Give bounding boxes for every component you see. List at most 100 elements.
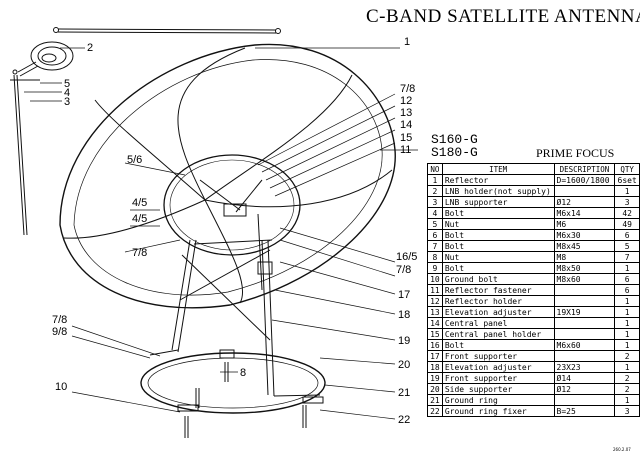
row-qty: 2 <box>614 350 640 362</box>
header-description: DESCRIPTION <box>553 163 616 175</box>
row-description <box>553 295 616 307</box>
row-qty: 1 <box>614 317 640 329</box>
row-description <box>553 317 616 329</box>
model-name: S160-G <box>431 132 478 147</box>
row-number: 16 <box>427 339 443 351</box>
callout-16-5: 16/5 <box>396 251 417 263</box>
header-no: NO <box>427 163 443 175</box>
row-qty: 1 <box>614 306 640 318</box>
row-description: M6x30 <box>553 229 616 241</box>
row-qty: 2 <box>614 383 640 395</box>
callout-3: 3 <box>64 96 70 108</box>
drawing-number: 260.2.07 <box>613 447 631 452</box>
row-item: Reflector holder <box>441 295 555 307</box>
row-item: LNB holder(not supply) <box>441 185 555 197</box>
callout-2: 2 <box>87 42 93 54</box>
central-mount <box>199 179 273 291</box>
callout-5: 5 <box>64 78 70 90</box>
row-item: Elevation adjuster <box>441 306 555 318</box>
row-item: Bolt <box>441 339 555 351</box>
header-item: ITEM <box>441 163 555 175</box>
row-item: Reflector fastener <box>441 284 555 296</box>
callout-4-5-a: 4/5 <box>132 197 147 209</box>
callout-9-8: 9/8 <box>52 326 67 338</box>
lnb-holder <box>17 41 74 77</box>
row-number: 3 <box>427 196 443 208</box>
row-description <box>553 394 616 406</box>
row-number: 1 <box>427 174 443 186</box>
ground-bolts <box>177 349 324 438</box>
lnb-supporter-parts <box>10 69 40 236</box>
row-item: Front supporter <box>441 372 555 384</box>
row-item: Ground ring fixer <box>441 405 555 417</box>
row-item: Elevation adjuster <box>441 361 555 373</box>
row-description <box>553 350 616 362</box>
row-qty: 1 <box>614 295 640 307</box>
callout-4: 4 <box>64 87 70 99</box>
supporter-legs <box>149 239 321 397</box>
row-description: M8x50 <box>553 262 616 274</box>
row-qty: 1 <box>614 339 640 351</box>
row-number: 15 <box>427 328 443 340</box>
callout-7-8-top: 7/8 <box>400 83 415 95</box>
row-item: Nut <box>441 218 555 230</box>
leader-lines <box>24 47 418 420</box>
callout-7-8-left: 7/8 <box>132 247 147 259</box>
row-number: 20 <box>427 383 443 395</box>
callout-10: 10 <box>55 381 67 393</box>
row-number: 11 <box>427 284 443 296</box>
row-description: M6x60 <box>553 339 616 351</box>
row-description: 23X23 <box>553 361 616 373</box>
row-number: 18 <box>427 361 443 373</box>
row-qty: 42 <box>614 207 640 219</box>
row-number: 19 <box>427 372 443 384</box>
sheet-title: C-BAND SATELLITE ANTENNA <box>366 6 640 27</box>
callout-13: 13 <box>400 107 412 119</box>
ground-ring <box>140 352 326 414</box>
row-qty: 1 <box>614 328 640 340</box>
row-qty: 5 <box>614 240 640 252</box>
row-description: Ø12 <box>553 196 616 208</box>
row-description: Ø12 <box>553 383 616 395</box>
row-item: Reflector <box>441 174 555 186</box>
callout-14: 14 <box>400 119 412 131</box>
callout-5-6: 5/6 <box>127 154 142 166</box>
row-description: 19X19 <box>553 306 616 318</box>
row-number: 12 <box>427 295 443 307</box>
row-description: B=25 <box>553 405 616 417</box>
callout-19: 19 <box>398 335 410 347</box>
callout-11: 11 <box>400 144 411 156</box>
row-qty: 3 <box>614 405 640 417</box>
row-description: M6 <box>553 218 616 230</box>
row-number: 6 <box>427 229 443 241</box>
row-number: 9 <box>427 262 443 274</box>
row-description: M8x60 <box>553 273 616 285</box>
callout-22: 22 <box>398 414 410 426</box>
callout-7-8-right: 7/8 <box>396 264 411 276</box>
callout-20: 20 <box>398 359 410 371</box>
reflector-holder-ring <box>163 154 301 256</box>
row-description <box>553 328 616 340</box>
row-item: Ground bolt <box>441 273 555 285</box>
row-description: D=1600/1800 <box>553 174 616 186</box>
row-qty: 1 <box>614 394 640 406</box>
row-item: Central panel holder <box>441 328 555 340</box>
row-item: Central panel <box>441 317 555 329</box>
